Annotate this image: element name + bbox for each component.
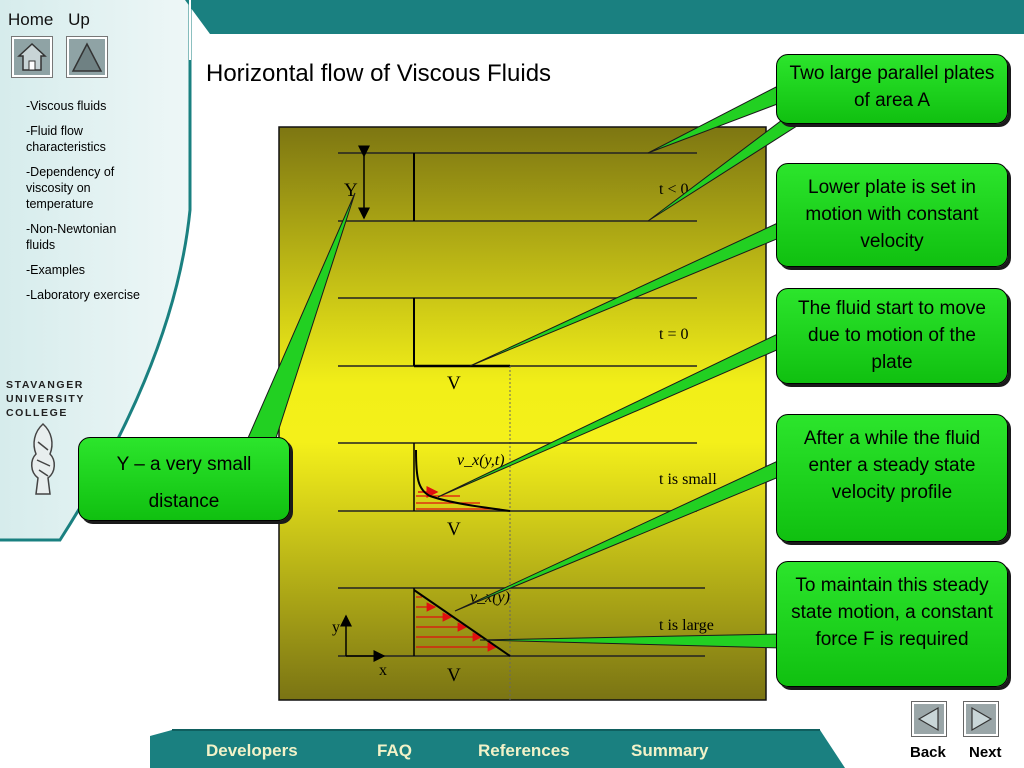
callout-y-distance: Y – a very small distance — [78, 437, 290, 521]
state-label-small: t is small — [659, 471, 717, 488]
callout-fluid-start: The fluid start to move due to motion of… — [776, 288, 1008, 384]
sidebar-item-laboratory[interactable]: -Laboratory exercise — [26, 288, 140, 302]
home-link[interactable]: Home — [8, 10, 54, 29]
velocity-label-large: V — [447, 665, 461, 686]
next-button[interactable]: Next — [969, 744, 1002, 761]
state-t-small — [338, 442, 697, 512]
college-name: STAVANGER UNIVERSITY COLLEGE — [6, 378, 85, 420]
page-title: Horizontal flow of Viscous Fluids — [206, 60, 552, 87]
velocity-label-zero: V — [447, 373, 461, 394]
sidebar-item-non-newtonian[interactable]: -Non-Newtonian fluids — [26, 222, 117, 252]
state-label-zero: t = 0 — [659, 326, 688, 343]
axis-y-label: y — [332, 619, 340, 636]
sidebar-item-fluid-flow[interactable]: -Fluid flow characteristics — [26, 124, 106, 154]
callout-lower-plate: Lower plate is set in motion with consta… — [776, 163, 1008, 267]
faq-link[interactable]: FAQ — [377, 741, 412, 760]
callout-force: To maintain this steady state motion, a … — [776, 561, 1008, 687]
state-label-large: t is large — [659, 617, 714, 634]
callout-steady-state: After a while the fluid enter a steady s… — [776, 414, 1008, 542]
profile-label-small: v_x(y,t) — [457, 452, 505, 469]
next-arrow-icon[interactable] — [963, 701, 999, 737]
back-button[interactable]: Back — [910, 744, 946, 761]
college-logo-icon — [31, 422, 55, 495]
state-t-large — [338, 587, 705, 662]
summary-link[interactable]: Summary — [631, 741, 709, 760]
state-t-before — [338, 145, 697, 222]
college-line: COLLEGE — [6, 407, 68, 419]
state-label-before: t < 0 — [659, 181, 688, 198]
callout-plates: Two large parallel plates of area A — [776, 54, 1008, 124]
college-line: STAVANGER — [6, 379, 84, 391]
profile-label-large: v_x(y) — [470, 589, 510, 606]
up-link[interactable]: Up — [68, 10, 90, 29]
height-label: Y — [344, 180, 358, 201]
state-t-zero — [338, 297, 697, 700]
velocity-label-small: V — [447, 519, 461, 540]
top-nav: Home Up — [8, 10, 100, 30]
home-icon[interactable] — [11, 36, 53, 78]
axis-x-label: x — [379, 662, 387, 679]
back-arrow-icon[interactable] — [911, 701, 947, 737]
references-link[interactable]: References — [478, 741, 570, 760]
up-arrow-icon[interactable] — [66, 36, 108, 78]
sidebar-item-examples[interactable]: -Examples — [26, 263, 86, 277]
sidebar-item-viscosity-temperature[interactable]: -Dependency of viscosity on temperature — [26, 165, 115, 211]
callout-pointers — [247, 85, 801, 649]
college-line: UNIVERSITY — [6, 393, 86, 405]
developers-link[interactable]: Developers — [206, 741, 298, 760]
sidebar-item-viscous-fluids[interactable]: -Viscous fluids — [26, 99, 107, 113]
sidebar-menu: -Viscous fluids -Fluid flow characterist… — [26, 98, 146, 312]
